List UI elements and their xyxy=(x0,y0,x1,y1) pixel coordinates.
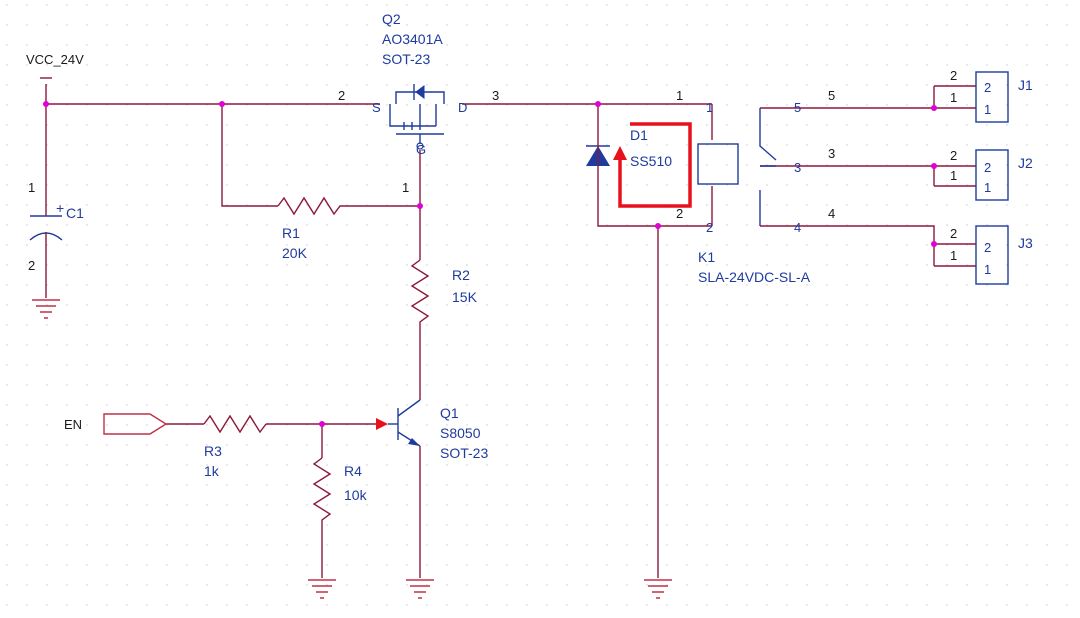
q1-base-arrow xyxy=(376,418,388,430)
resistor-r3[interactable]: R3 1k xyxy=(203,414,267,479)
junction xyxy=(931,105,937,111)
k1-pin3-label: 3 xyxy=(794,160,801,175)
capacitor-c1[interactable]: 1 + C1 2 xyxy=(28,178,84,273)
en-net-label: EN xyxy=(64,417,82,432)
q2-ref: Q2 xyxy=(382,11,401,27)
junction xyxy=(43,101,49,107)
ground-symbol xyxy=(308,579,336,599)
ground-symbol xyxy=(32,299,60,319)
d1-ref: D1 xyxy=(630,127,648,143)
c1-plus-sign: + xyxy=(56,200,64,216)
r2-ref: R2 xyxy=(452,267,470,283)
wire-d1-bottom xyxy=(597,172,712,227)
c1-pin1-label: 1 xyxy=(28,180,35,195)
j3-box-pin2: 2 xyxy=(984,240,991,255)
k1-pin1-label: 1 xyxy=(706,100,713,115)
c1-ref: C1 xyxy=(66,205,84,221)
j2-ref: J2 xyxy=(1018,155,1033,171)
resistor-r4[interactable]: R4 10k xyxy=(312,457,368,524)
j2-box-pin1: 1 xyxy=(984,180,991,195)
junction xyxy=(655,223,661,229)
j1-pin2-label: 2 xyxy=(950,68,957,83)
transistor-q1[interactable]: Q1 S8050 SOT-23 xyxy=(376,399,488,461)
junction xyxy=(417,203,423,209)
j3-pin1-label: 1 xyxy=(950,248,957,263)
diode-d1[interactable]: D1 SS510 1 2 xyxy=(586,88,683,221)
q2-drain-label: D xyxy=(458,100,467,115)
wire-j1-bridge xyxy=(933,85,976,109)
q2-source-label: S xyxy=(372,100,381,115)
r3-value: 1k xyxy=(204,463,220,479)
r1-ref: R1 xyxy=(282,225,300,241)
wire-r1-left xyxy=(221,104,278,207)
k1-pin4-out: 4 xyxy=(828,206,835,221)
wire-k1-j3 xyxy=(760,225,935,244)
r1-value: 20K xyxy=(282,245,308,261)
relay-k1[interactable]: 1 2 5 3 4 5 3 4 K1 SLA-24VDC-SL-A xyxy=(697,88,835,285)
vcc-net-label: VCC_24V xyxy=(26,52,84,67)
junction xyxy=(931,163,937,169)
k1-value: SLA-24VDC-SL-A xyxy=(698,269,811,285)
q2-gate-label: G xyxy=(416,142,426,157)
q2-pin2-label: 2 xyxy=(338,88,345,103)
q1-ref: Q1 xyxy=(440,405,459,421)
q2-pin1-label: 1 xyxy=(402,180,409,195)
k1-pin5-label: 5 xyxy=(794,100,801,115)
wires xyxy=(45,84,976,578)
r4-ref: R4 xyxy=(344,463,362,479)
junction xyxy=(931,241,937,247)
j3-pin2-label: 2 xyxy=(950,226,957,241)
en-port[interactable]: EN xyxy=(64,413,168,435)
wire-j3-bridge xyxy=(933,243,976,267)
resistor-r1[interactable]: R1 20K xyxy=(277,196,346,261)
j3-box-pin1: 1 xyxy=(984,262,991,277)
d1-pin1-label: 1 xyxy=(676,88,683,103)
k1-ref: K1 xyxy=(698,249,715,265)
en-port-shape xyxy=(103,413,168,435)
connector-j3[interactable]: 2 1 2 1 J3 xyxy=(950,225,1033,285)
q1-value: S8050 xyxy=(440,425,481,441)
highlight-arrow xyxy=(613,146,627,160)
c1-pin2-label: 2 xyxy=(28,258,35,273)
resistor-r2[interactable]: R2 15K xyxy=(410,259,478,330)
relay-coil xyxy=(697,143,739,185)
j1-ref: J1 xyxy=(1018,77,1033,93)
k1-pin3-out: 3 xyxy=(828,146,835,161)
j1-box-pin2: 2 xyxy=(984,80,991,95)
d1-pin2-label: 2 xyxy=(676,206,683,221)
connector-j1[interactable]: 2 1 2 1 J1 xyxy=(950,68,1033,123)
r3-ref: R3 xyxy=(204,443,222,459)
k1-pin2-label: 2 xyxy=(706,220,713,235)
k1-pin5-out: 5 xyxy=(828,88,835,103)
wire-j2-bridge xyxy=(933,165,976,187)
j1-pin1-label: 1 xyxy=(950,90,957,105)
j2-box-pin2: 2 xyxy=(984,160,991,175)
q2-value: AO3401A xyxy=(382,31,443,47)
ground-symbol xyxy=(406,579,434,599)
d1-value: SS510 xyxy=(630,153,672,169)
ground-symbol xyxy=(644,579,672,599)
r4-value: 10k xyxy=(344,487,368,503)
highlight-annotation xyxy=(613,122,692,208)
j1-box-pin1: 1 xyxy=(984,102,991,117)
junction xyxy=(219,101,225,107)
q2-pin3-label: 3 xyxy=(492,88,499,103)
j2-pin1-label: 1 xyxy=(950,168,957,183)
q2-package: SOT-23 xyxy=(382,51,430,67)
connector-j2[interactable]: 2 1 2 1 J2 xyxy=(950,148,1033,201)
j2-pin2-label: 2 xyxy=(950,148,957,163)
r2-value: 15K xyxy=(452,289,478,305)
k1-pin4-label: 4 xyxy=(794,220,801,235)
junction xyxy=(595,101,601,107)
mosfet-q2[interactable]: Q2 AO3401A SOT-23 2 3 S D G 1 xyxy=(338,11,499,195)
j3-ref: J3 xyxy=(1018,235,1033,251)
junctions xyxy=(43,101,937,427)
junction xyxy=(319,421,325,427)
q1-package: SOT-23 xyxy=(440,445,488,461)
